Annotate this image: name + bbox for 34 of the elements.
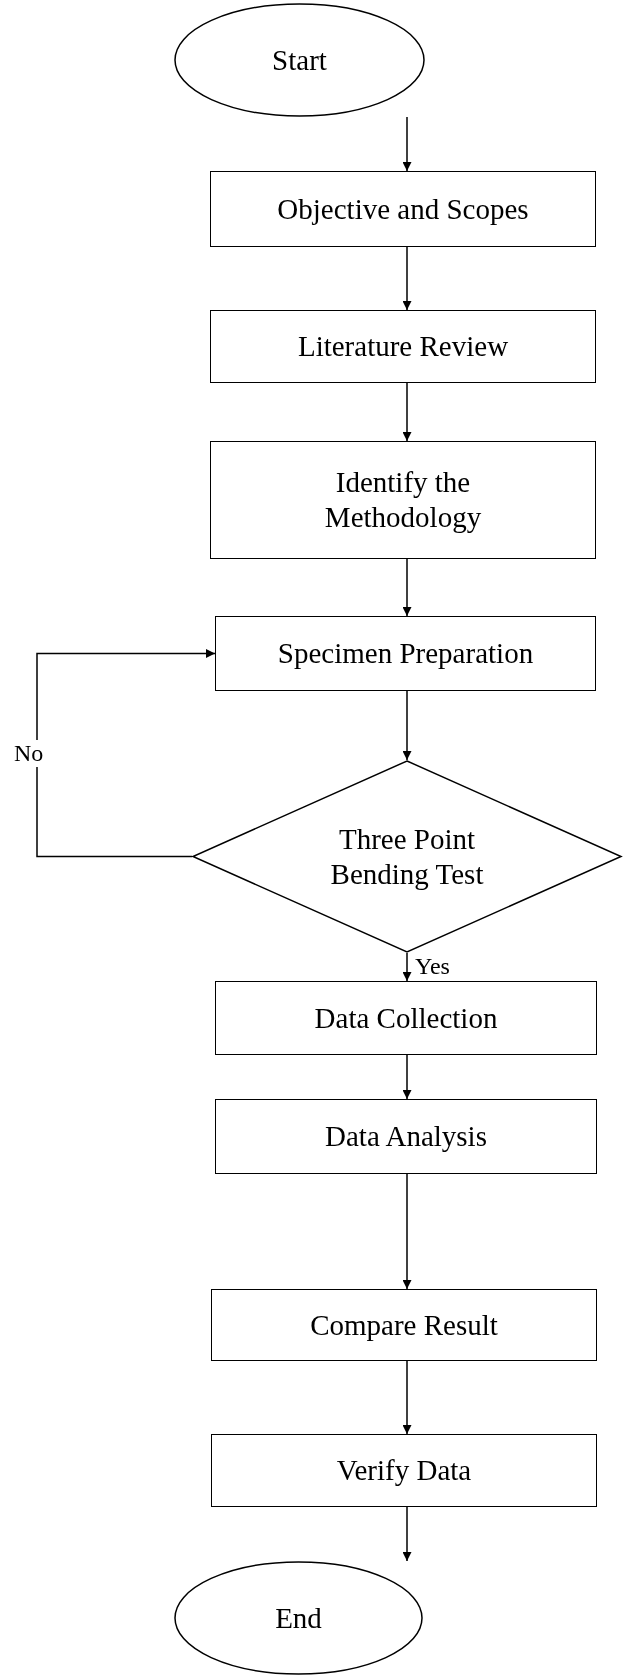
arrow: [402, 558, 412, 617]
process-box: [211, 1434, 597, 1507]
arrow: [402, 1054, 412, 1100]
node-text: Identify the Methodology: [323, 465, 483, 535]
terminal-ellipse: [174, 1561, 423, 1675]
node-text: Objective and Scopes: [277, 191, 529, 227]
arrow: [402, 690, 412, 761]
process-box: [210, 441, 596, 559]
decision-diamond: [192, 760, 622, 953]
node-text: Data Analysis: [325, 1119, 487, 1154]
node-text: Verify Data: [336, 1453, 472, 1488]
process-box: [210, 310, 596, 383]
arrow: [402, 1360, 412, 1435]
process-box: [215, 1099, 597, 1174]
arrow: [402, 246, 412, 311]
edge-label: No: [14, 740, 44, 767]
process-box: [215, 616, 596, 691]
process-box: [211, 1289, 597, 1361]
node-text: Start: [272, 42, 327, 78]
process-box: [210, 171, 596, 247]
node-text: Specimen Preparation: [277, 636, 534, 671]
arrow: [402, 116, 412, 172]
arrow: [402, 1506, 412, 1562]
arrow: [36, 649, 216, 858]
node-text: Data Collection: [314, 1000, 498, 1036]
arrow: [402, 1173, 412, 1290]
arrow: [402, 952, 412, 982]
process-box: [215, 981, 597, 1055]
node-text: Compare Result: [310, 1307, 498, 1343]
node-text: Literature Review: [297, 329, 509, 364]
terminal-ellipse: [174, 3, 425, 117]
node-text: End: [275, 1600, 322, 1636]
arrow: [402, 382, 412, 442]
node-text: Three Point Bending Test: [329, 821, 485, 892]
